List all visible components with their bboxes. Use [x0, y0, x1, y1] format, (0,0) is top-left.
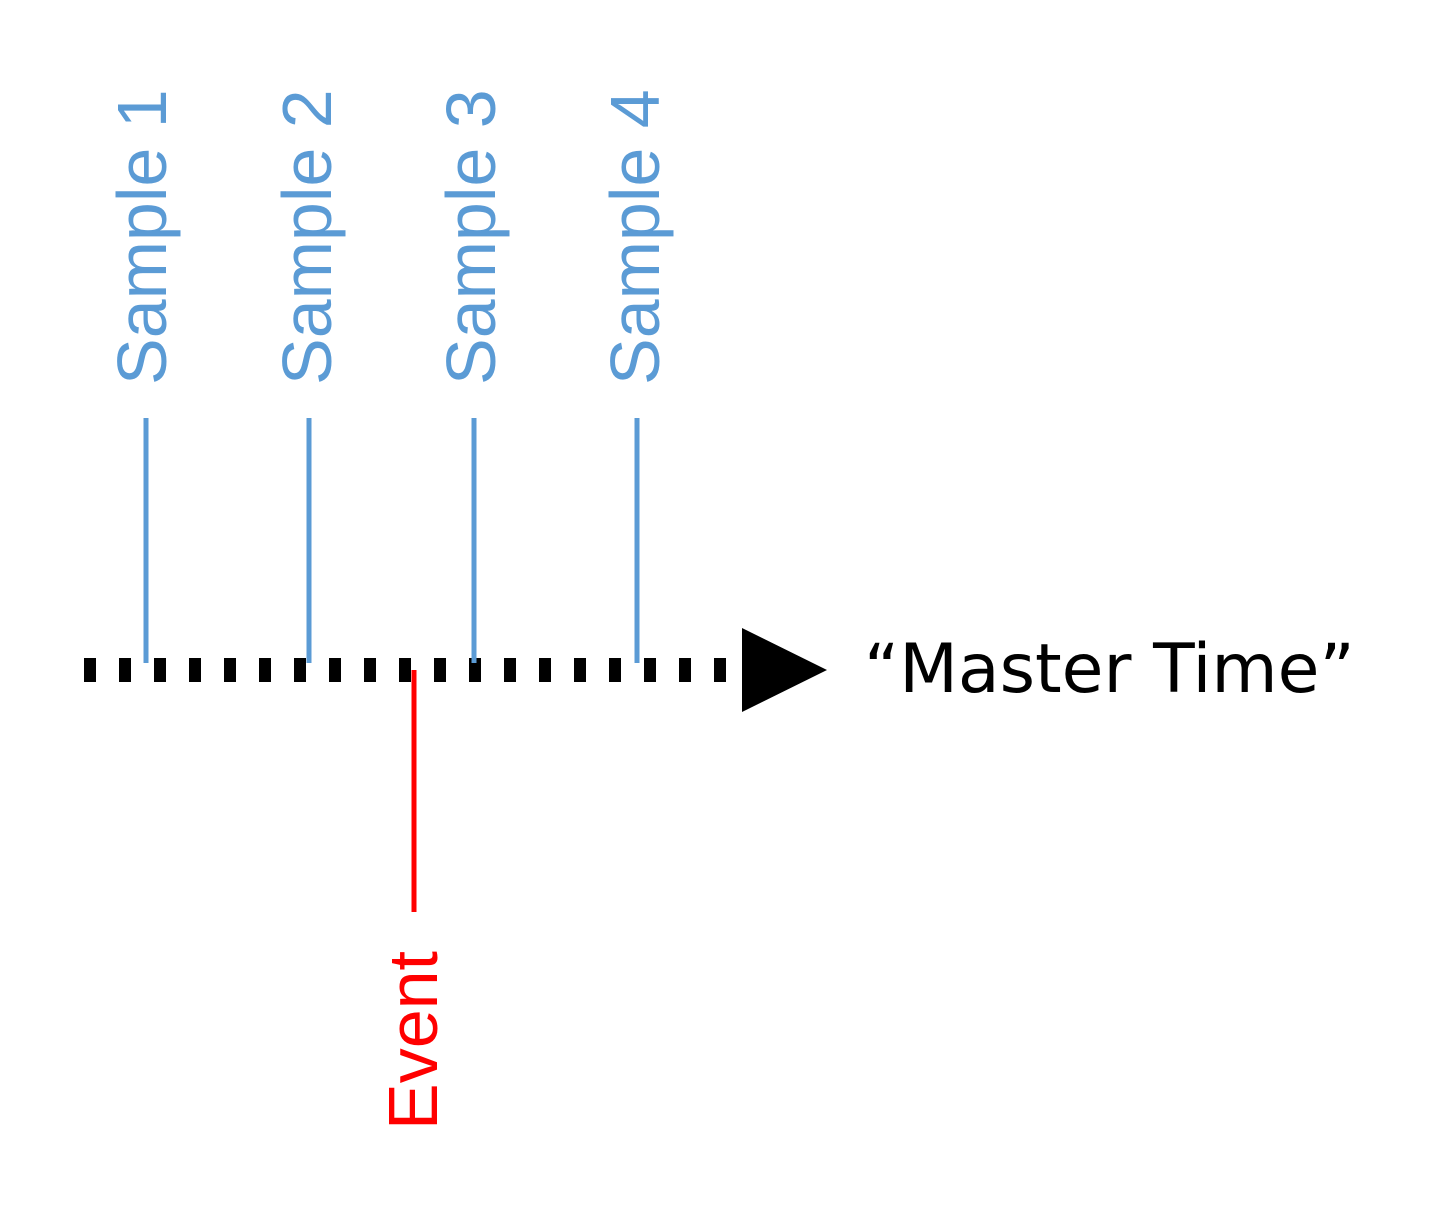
master-time-axis — [84, 628, 827, 712]
axis-arrowhead — [742, 628, 827, 712]
sample-label-4: Sample 4 — [596, 89, 674, 385]
sample-ticks — [143, 418, 640, 663]
sample-label-2: Sample 2 — [268, 89, 346, 385]
sample-label-1: Sample 1 — [103, 89, 181, 385]
event-marker: Event — [374, 670, 452, 1130]
master-time-label: “Master Time” — [864, 630, 1355, 709]
event-label: Event — [374, 951, 452, 1130]
sample-label-3: Sample 3 — [432, 89, 510, 385]
sample-labels: Sample 1 Sample 2 Sample 3 Sample 4 — [103, 89, 674, 385]
